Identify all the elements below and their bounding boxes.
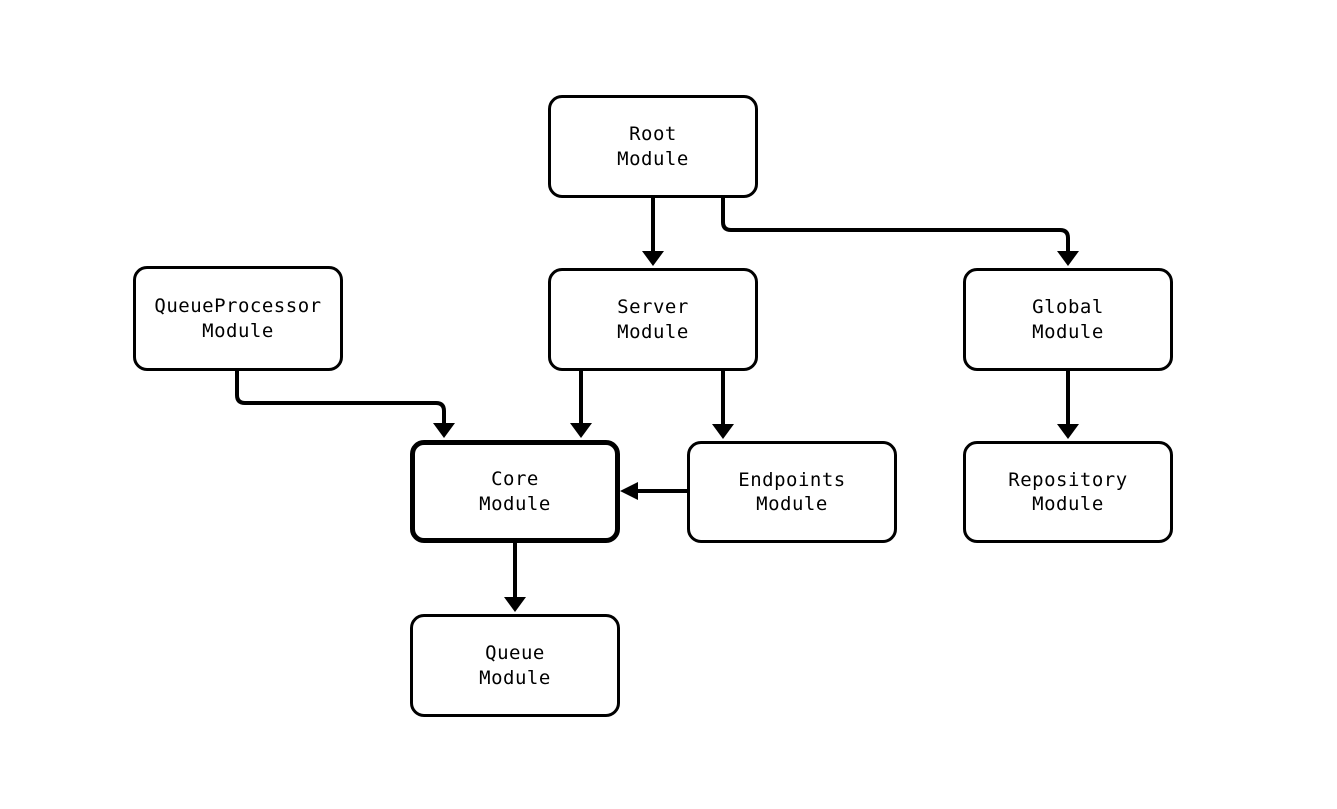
edge-server-to-endpoints-arrowhead bbox=[712, 424, 734, 439]
repository-module-label-line1: Repository bbox=[1008, 468, 1128, 491]
root-module-label-line1: Root bbox=[629, 123, 677, 146]
queue-module-label-line1: Queue bbox=[485, 642, 545, 665]
endpoints-module-label-line1: Endpoints bbox=[738, 468, 846, 491]
repository-module-label-line2: Module bbox=[1032, 493, 1104, 515]
endpoints-module-label-line2: Module bbox=[756, 493, 828, 515]
global-module-label-line1: Global bbox=[1032, 296, 1104, 319]
core-module-label-line1: Core bbox=[491, 468, 539, 491]
edge-global-to-repository-arrowhead bbox=[1057, 424, 1079, 439]
queue-module-label-line2: Module bbox=[479, 666, 551, 689]
server-module-label-line1: Server bbox=[617, 296, 689, 319]
global-module-label-line2: Module bbox=[1032, 320, 1104, 343]
edge-queueprocessor-to-core-arrowhead bbox=[433, 423, 455, 438]
edge-root-to-global bbox=[721, 198, 1070, 258]
edge-core-to-queue-arrowhead bbox=[504, 597, 526, 612]
queueprocessor-module-label-line1: QueueProcessor bbox=[154, 295, 322, 318]
edge-root-to-server-arrowhead bbox=[642, 251, 664, 266]
server-module-label-line2: Module bbox=[617, 320, 689, 343]
edge-root-to-global-arrowhead bbox=[1057, 251, 1079, 266]
edge-endpoints-to-core-arrowhead bbox=[620, 482, 638, 500]
queueprocessor-module-label-line2: Module bbox=[202, 319, 274, 342]
edge-server-to-core-arrowhead bbox=[570, 423, 592, 438]
core-module-label-line2: Module bbox=[479, 492, 551, 515]
edge-queueprocessor-to-core bbox=[235, 371, 446, 430]
root-module-label-line2: Module bbox=[617, 147, 689, 170]
